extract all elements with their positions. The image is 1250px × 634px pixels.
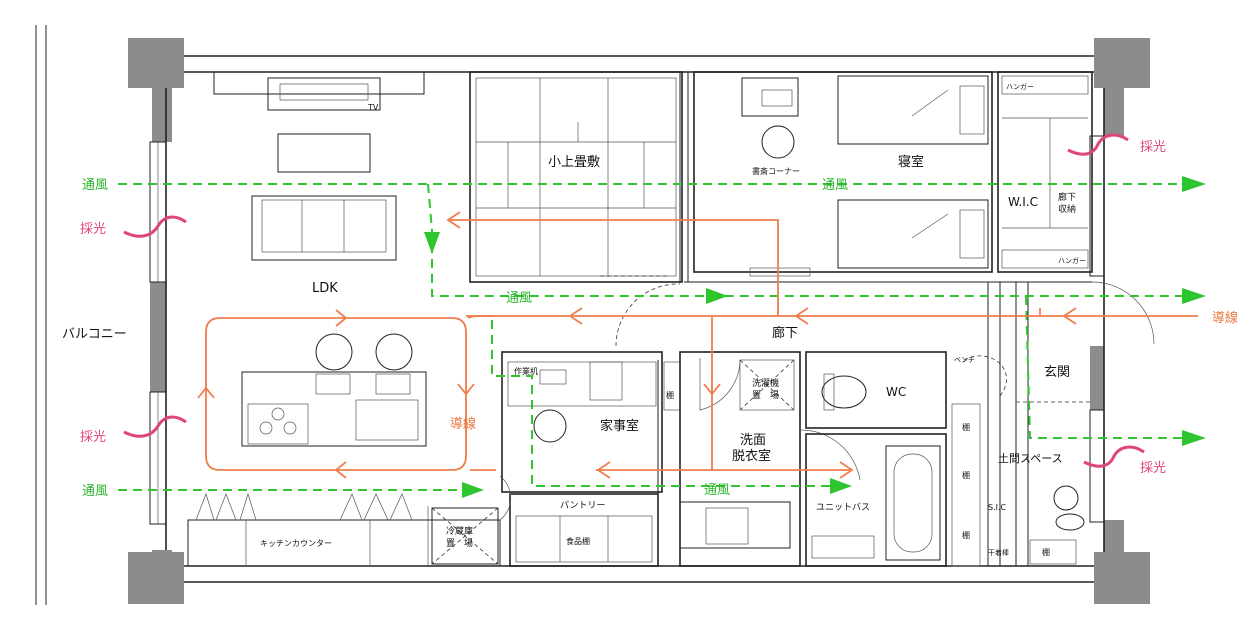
wc-room [805,351,947,429]
sic-label: S.I.C [988,503,1007,512]
entrance-label: 玄関 [1044,365,1070,380]
hall-storage-line1: 廊下 [1058,191,1076,203]
daylight-label-1: 採光 [80,222,106,237]
walk-in-closet [997,71,1093,273]
food-shelf-label: 食品棚 [566,536,590,546]
study-corner-label: 書斎コーナー [752,166,800,176]
daylight-marks [123,133,1145,468]
fridge-line1: 冷蔵庫 [446,525,473,537]
housework-room-label: 家事室 [600,418,639,434]
structural-walls [128,38,1150,604]
ldk-furniture: TV [187,71,501,567]
ventilation-label-3: 通風 [506,291,532,306]
bedroom [679,71,993,282]
pantry-label: パントリー [560,500,605,511]
wash-line2: 脱衣室 [732,448,771,464]
ventilation-label-1: 通風 [82,178,108,193]
wc-label: WC [886,385,906,399]
balcony-windows [149,135,1105,525]
door-swings [499,283,741,521]
washer-line1: 洗濯機 [752,377,779,389]
shelf-label: 棚 [666,390,674,400]
unit-bath-label: ユニットバス [816,502,870,513]
circulation-label-2: 導線 [450,416,476,432]
fridge-line2: 置 場 [446,537,473,549]
wash-line1: 洗面 [740,433,766,448]
hanger-bottom-label: ハンガー [1058,256,1086,265]
daylight-label-4: 採光 [1140,461,1166,476]
housework-room [501,351,681,566]
balcony-label: バルコニー [62,327,127,342]
washer-line2: 置 場 [752,389,779,401]
kitchen-counter-label: キッチンカウンター [260,539,332,548]
pipe-hanger-label: 干着棒 [988,548,1009,557]
corridor-label: 廊下 [772,325,798,341]
ventilation-label-2: 通風 [822,178,848,193]
pantry [509,493,659,567]
bench-label: ベンチ [954,356,975,364]
ventilation-arrows [118,176,1206,498]
circulation-label-1: 導線 [1212,310,1238,326]
hanger-top-label: ハンガー [1006,82,1034,91]
shelf-a-label: 棚 [962,422,970,432]
tv-label: TV [367,103,379,112]
genkan-shelf-label: 棚 [1042,547,1050,557]
ventilation-label-5: 通風 [704,483,730,498]
bedroom-label: 寝室 [898,154,924,170]
ventilation-label-4: 通風 [82,484,108,499]
shelf-c-label: 棚 [962,530,970,540]
ldk-label: LDK [312,281,338,296]
loft-tatami-label: 小上畳敷 [548,155,600,170]
daylight-label-3: 採光 [1140,140,1166,155]
work-desk-label: 作業机 [514,366,538,376]
unit-bath [805,433,947,567]
circulation-lines [197,211,1198,479]
shelf-b-label: 棚 [962,470,970,480]
washroom [679,351,861,567]
loft-tatami-room [469,71,683,283]
earth-space-label: 土間スペース [998,452,1063,465]
hall-storage-line2: 収納 [1058,203,1076,215]
corridor-and-entrance [684,281,1155,567]
daylight-label-2: 採光 [80,430,106,445]
wic-label: W.I.C [1008,195,1038,209]
